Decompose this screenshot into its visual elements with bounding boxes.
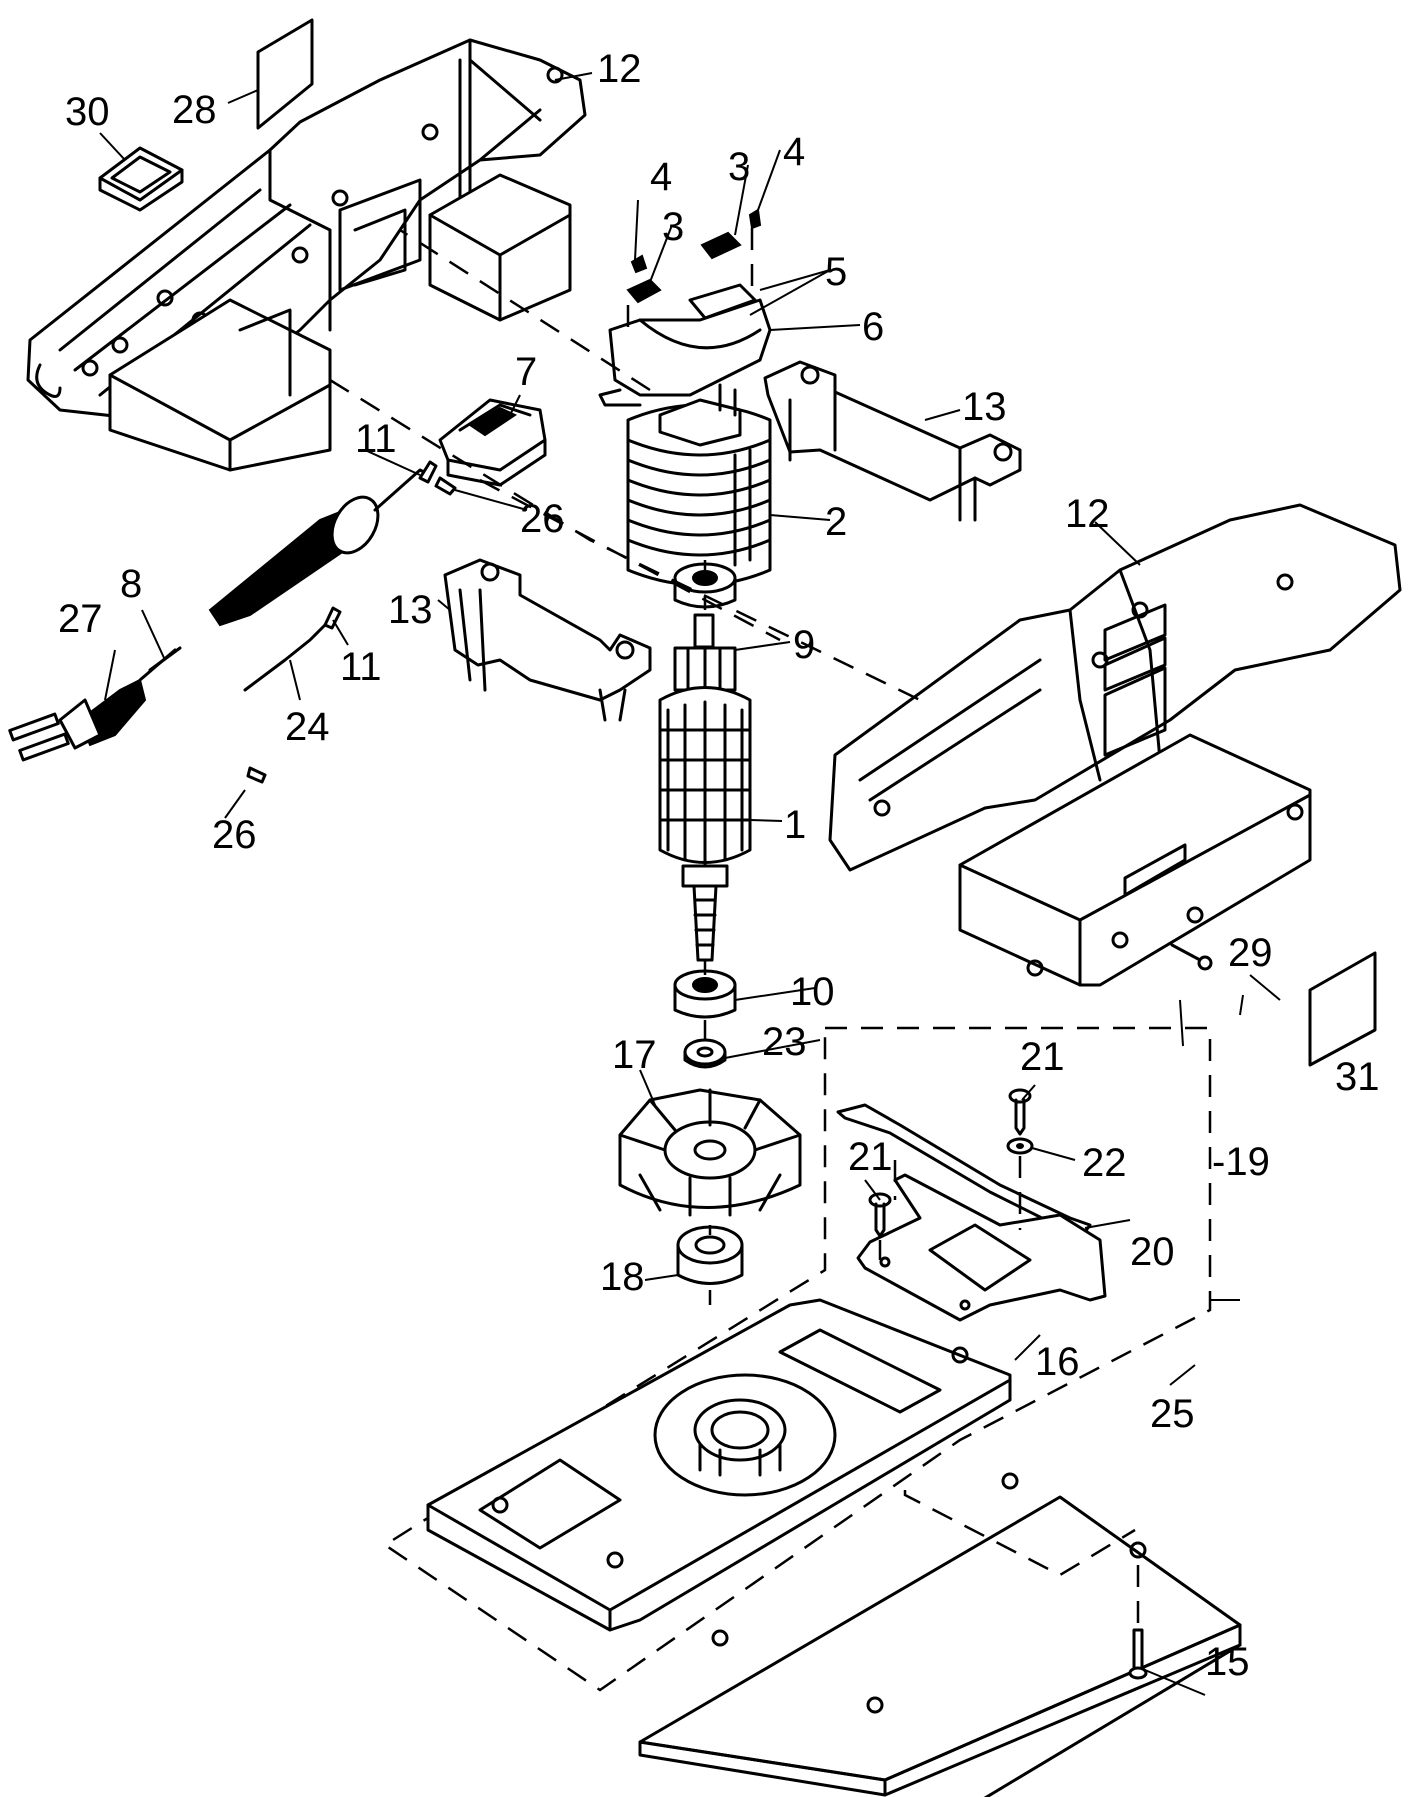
callout-3-left: 3 xyxy=(662,205,684,249)
callout-24: 24 xyxy=(285,705,330,749)
part-2-field-stator xyxy=(626,383,772,587)
callout-12-right: 12 xyxy=(1065,492,1110,536)
part-28-label-plate xyxy=(256,18,314,130)
callout-25: 25 xyxy=(1150,1392,1195,1436)
part-21-screw-upper xyxy=(1008,1088,1032,1136)
part-23-washer xyxy=(683,1038,727,1069)
callout-15: 15 xyxy=(1205,1640,1250,1684)
callout-6: 6 xyxy=(862,305,884,349)
callout-17: 17 xyxy=(612,1033,657,1077)
callout-9: 9 xyxy=(793,623,815,667)
part-27-power-cord-plug xyxy=(8,648,177,762)
callout-13-lower: 13 xyxy=(388,588,433,632)
part-12-housing-half-right xyxy=(828,503,1402,987)
callout-30: 30 xyxy=(65,90,110,134)
callout-10: 10 xyxy=(790,970,835,1014)
callout-19: -19 xyxy=(1212,1140,1270,1184)
callout-29: 29 xyxy=(1228,931,1273,975)
callout-8: 8 xyxy=(120,562,142,606)
callout-12-top: 12 xyxy=(597,47,642,91)
part-15-screw xyxy=(1128,1565,1148,1680)
callout-31: 31 xyxy=(1335,1055,1380,1099)
callout-16: 16 xyxy=(1035,1340,1080,1384)
part-17-fan xyxy=(618,1088,802,1217)
part-18-bearing-fan xyxy=(676,1225,744,1285)
callout-21-upper: 21 xyxy=(1020,1035,1065,1079)
callout-26-lower: 26 xyxy=(212,813,257,857)
part-13-bracket-upper xyxy=(763,360,1022,522)
part-1-armature xyxy=(658,613,752,962)
callout-labels: 12 28 30 4 3 4 3 5 6 7 13 11 26 2 12 13 … xyxy=(58,47,1380,1684)
part-11-terminal-lower xyxy=(323,606,342,630)
callout-11-upper: 11 xyxy=(355,417,397,461)
callout-7: 7 xyxy=(515,350,537,394)
assembly-19-boundary xyxy=(382,1026,1212,1692)
cord-protector xyxy=(208,468,432,627)
callout-3-right: 3 xyxy=(728,145,750,189)
callout-23: 23 xyxy=(762,1020,807,1064)
alignment-lines-screws xyxy=(878,1156,1022,1260)
part-4-brush-spring-right xyxy=(748,208,762,230)
part-21-screw-lower xyxy=(868,1192,892,1238)
callout-1: 1 xyxy=(784,803,806,847)
part-26-insulator-lower xyxy=(246,766,267,784)
part-5-6-brush-holder-plate xyxy=(598,228,772,407)
callout-28: 28 xyxy=(172,88,217,132)
part-10-bearing-lower xyxy=(673,969,737,1019)
callout-2: 2 xyxy=(825,500,847,544)
part-25-sanding-pad xyxy=(638,1472,1242,1797)
part-13-bracket-lower xyxy=(443,558,652,722)
callout-27: 27 xyxy=(58,597,103,641)
callout-20: 20 xyxy=(1130,1230,1175,1274)
part-26-insulator-upper xyxy=(434,476,457,496)
callout-4-left: 4 xyxy=(650,155,672,199)
alignment-lines-shaft xyxy=(703,560,712,1305)
part-24-lead-wire xyxy=(243,623,327,692)
callout-13-upper: 13 xyxy=(962,385,1007,429)
part-16-base-housing xyxy=(426,1298,1012,1632)
part-3-carbon-brush-left xyxy=(626,278,662,304)
callout-18: 18 xyxy=(600,1255,645,1299)
part-12-housing-half-left xyxy=(26,38,587,472)
part-11-terminal-upper xyxy=(418,460,438,484)
part-30-switch-button xyxy=(98,146,184,212)
callout-26-upper: 26 xyxy=(520,497,565,541)
callout-11-lower: 11 xyxy=(340,645,382,689)
leader-lines xyxy=(99,72,1281,1696)
part-22-washer xyxy=(1006,1137,1034,1155)
part-20-plate-bracket xyxy=(836,1103,1107,1322)
callout-22: 22 xyxy=(1082,1141,1127,1185)
callout-4-right: 4 xyxy=(783,130,805,174)
callout-5: 5 xyxy=(825,250,847,294)
callout-21-lower: 21 xyxy=(848,1135,893,1179)
part-3-carbon-brush-right xyxy=(700,231,742,260)
part-7-switch xyxy=(438,398,547,487)
alignment-lines-housing xyxy=(329,228,921,702)
part-29-screw xyxy=(1170,943,1213,971)
part-31-label-sheet xyxy=(1308,951,1377,1067)
